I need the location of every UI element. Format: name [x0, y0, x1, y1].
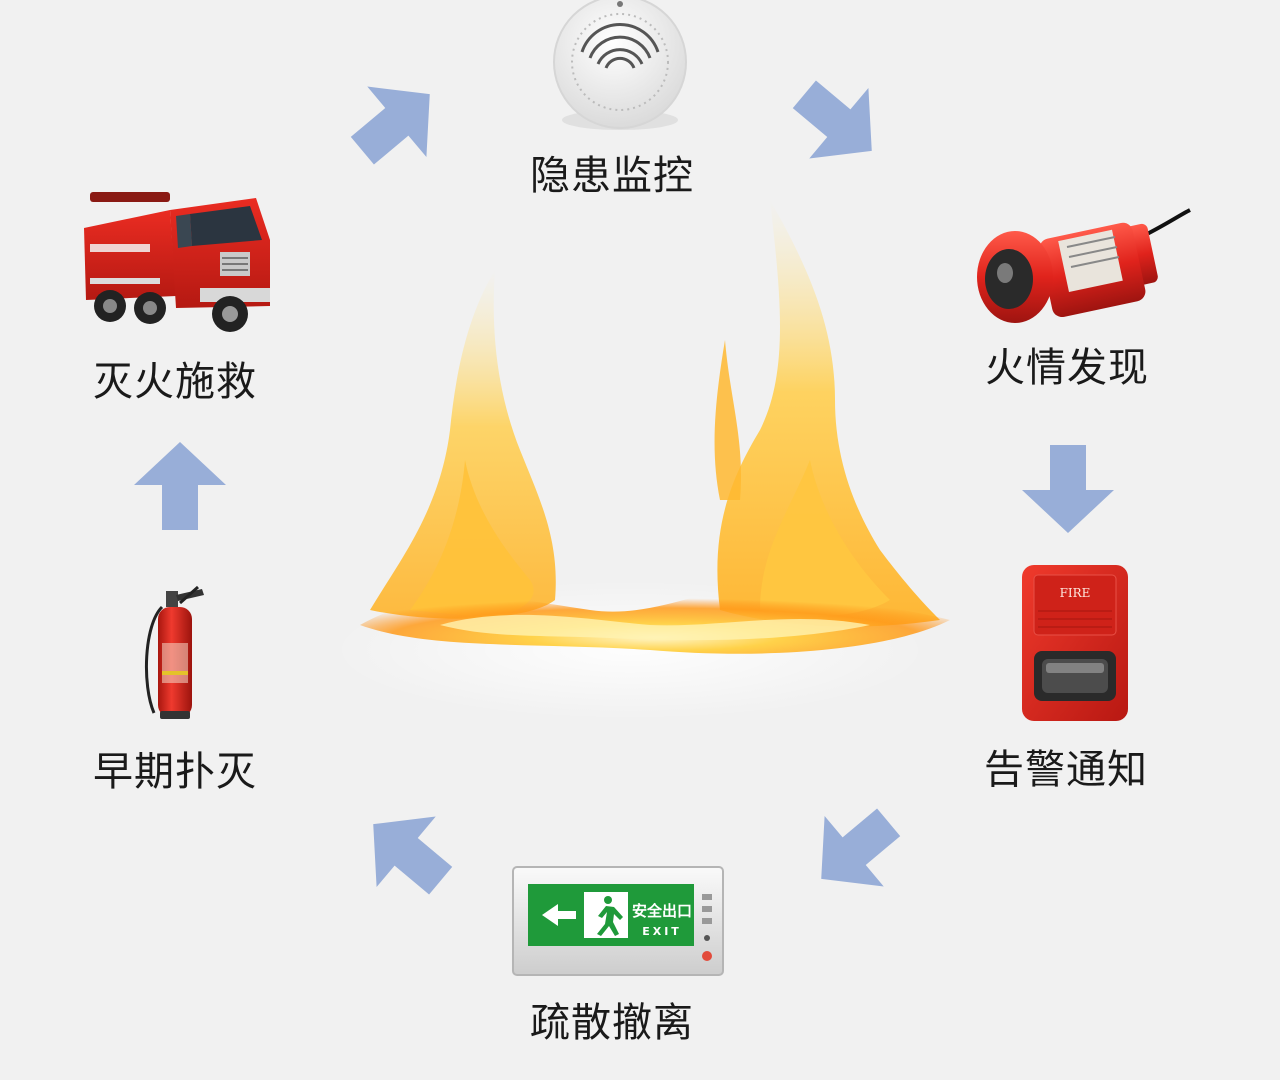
- arrow-alarm-to-evacuation: [821, 808, 901, 887]
- step-label-fire-discovery: 火情发现: [985, 345, 1149, 391]
- arrow-suppression-to-rescue: [134, 442, 226, 530]
- fire-alarm-strobe-icon: FIRE: [1022, 565, 1128, 721]
- exit-sign-text: 安全出口: [632, 902, 692, 920]
- arrow-monitoring-to-discovery: [792, 80, 872, 159]
- exit-sign-text-en: EXIT: [642, 925, 682, 938]
- step-label-hazard-monitoring: 隐患监控: [530, 153, 694, 199]
- step-label-early-suppression: 早期扑灭: [93, 749, 257, 795]
- step-label-alarm-notification: 告警通知: [984, 747, 1148, 793]
- arrow-fire-rescue-to-monitoring: [350, 86, 430, 165]
- alarm-fire-text: FIRE: [1060, 586, 1091, 600]
- fire-extinguisher-icon: [145, 585, 204, 719]
- flame-icon: [330, 200, 950, 720]
- smoke-detector-icon: [553, 0, 687, 130]
- arrow-discovery-to-alarm: [1022, 445, 1114, 533]
- step-label-firefighting-rescue: 灭火施救: [93, 359, 257, 405]
- emergency-exit-sign-icon: 安全出口 EXIT: [512, 866, 724, 976]
- flame-detector-icon: [977, 208, 1191, 323]
- step-label-evacuation: 疏散撤离: [530, 1000, 694, 1046]
- arrow-evacuation-to-suppression: [373, 816, 453, 895]
- fire-truck-icon: [84, 192, 270, 332]
